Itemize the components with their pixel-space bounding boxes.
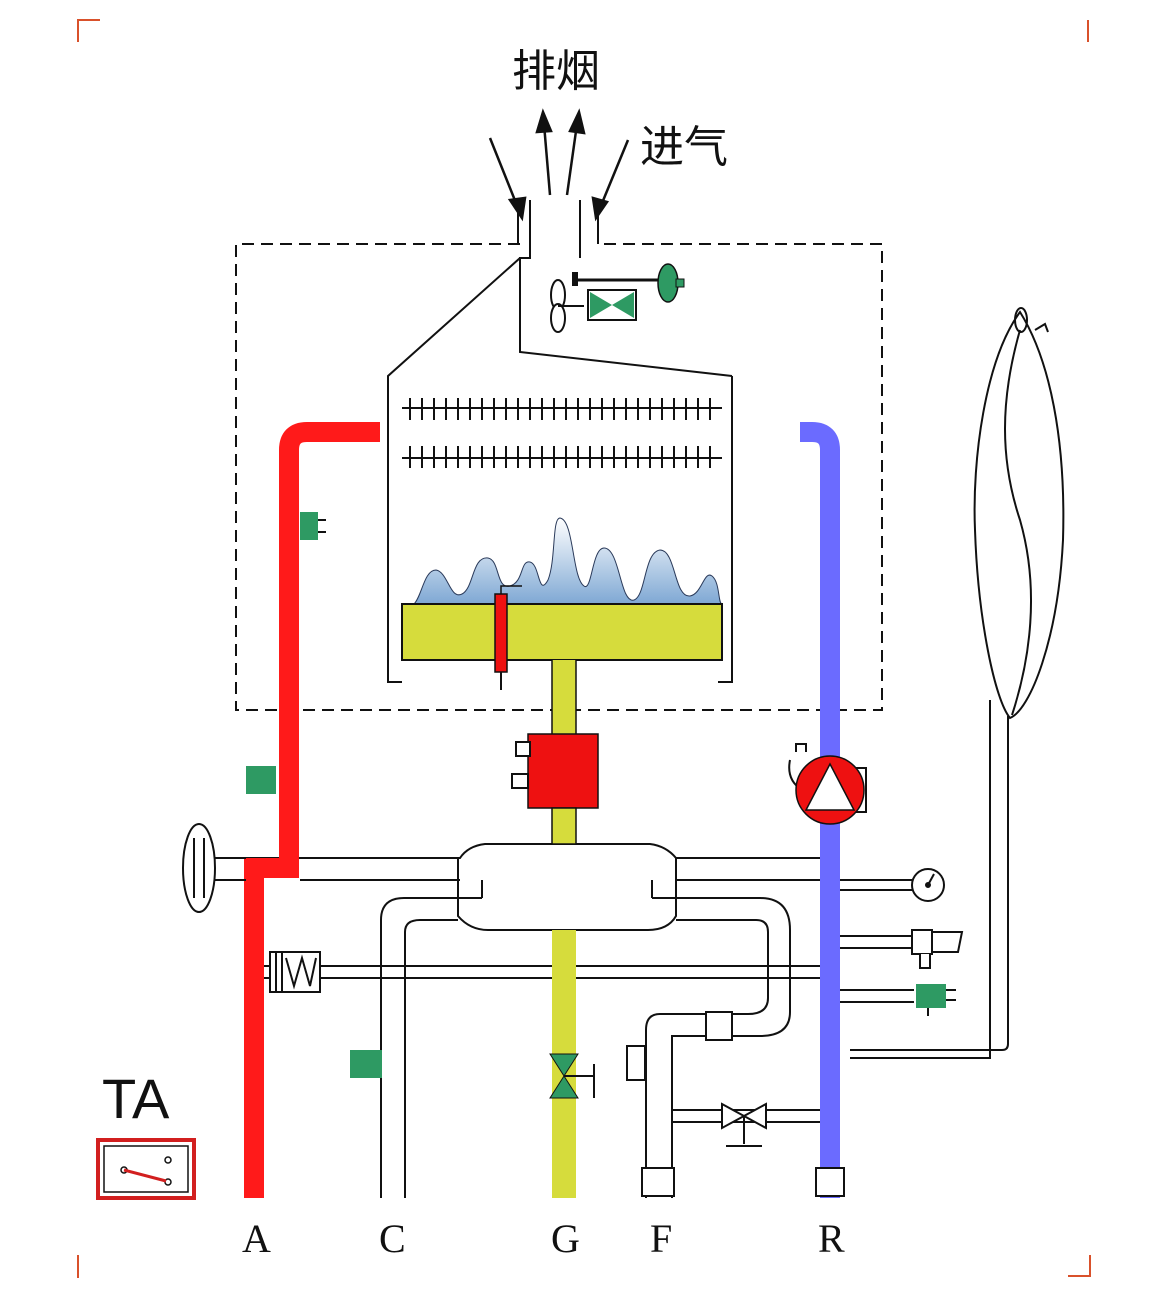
flow-switch-icon <box>269 951 321 993</box>
air-pressure-switch-icon <box>572 263 685 321</box>
pressure-switch-icon <box>916 984 956 1016</box>
port-label-r: R <box>818 1216 845 1261</box>
thermostat-label: TA <box>102 1067 170 1130</box>
port-label-a: A <box>242 1216 271 1261</box>
coupling-f <box>641 1167 675 1197</box>
port-label-c: C <box>379 1216 406 1261</box>
fan-icon <box>550 279 584 333</box>
fill-pipe-coupling <box>705 1011 733 1041</box>
gas-line-mid <box>551 807 577 845</box>
flue-duct <box>387 200 733 683</box>
hot-water-pipe <box>244 422 380 1198</box>
gas-valve-icon <box>511 733 599 809</box>
flame-electrode-icon <box>494 585 522 690</box>
return-pipe <box>800 422 840 1198</box>
burner-bar <box>401 603 723 661</box>
port-label-f: F <box>650 1216 672 1261</box>
burner <box>401 517 723 734</box>
pump-icon <box>788 743 867 825</box>
gas-line-vertical <box>552 660 576 734</box>
safety-valve-icon <box>911 929 964 969</box>
coupling-r <box>815 1167 845 1197</box>
hydraulic-manifold <box>215 843 820 931</box>
fill-pipe-sensor <box>626 1045 646 1081</box>
fill-valve-icon <box>721 1102 767 1147</box>
flow-arrows <box>488 108 630 222</box>
gas-cock-icon <box>549 1053 595 1099</box>
room-thermostat-icon <box>96 1138 196 1200</box>
overheat-sensor-icon <box>300 512 326 540</box>
cold-water-sensor-icon <box>350 1050 382 1078</box>
exhaust-label: 排烟 <box>512 46 600 97</box>
corner-marks <box>77 19 1091 1278</box>
pressure-gauge-icon <box>911 868 945 902</box>
manual-valve-icon <box>182 823 246 913</box>
temperature-sensor-icon <box>246 766 276 794</box>
accessory-lines <box>260 879 914 1123</box>
fill-pipe <box>645 897 791 1198</box>
burner-flames <box>412 517 723 605</box>
cold-water-pipe <box>380 897 458 1198</box>
port-label-g: G <box>551 1216 580 1261</box>
expansion-vessel-icon <box>850 307 1065 1059</box>
intake-label: 进气 <box>640 122 728 173</box>
